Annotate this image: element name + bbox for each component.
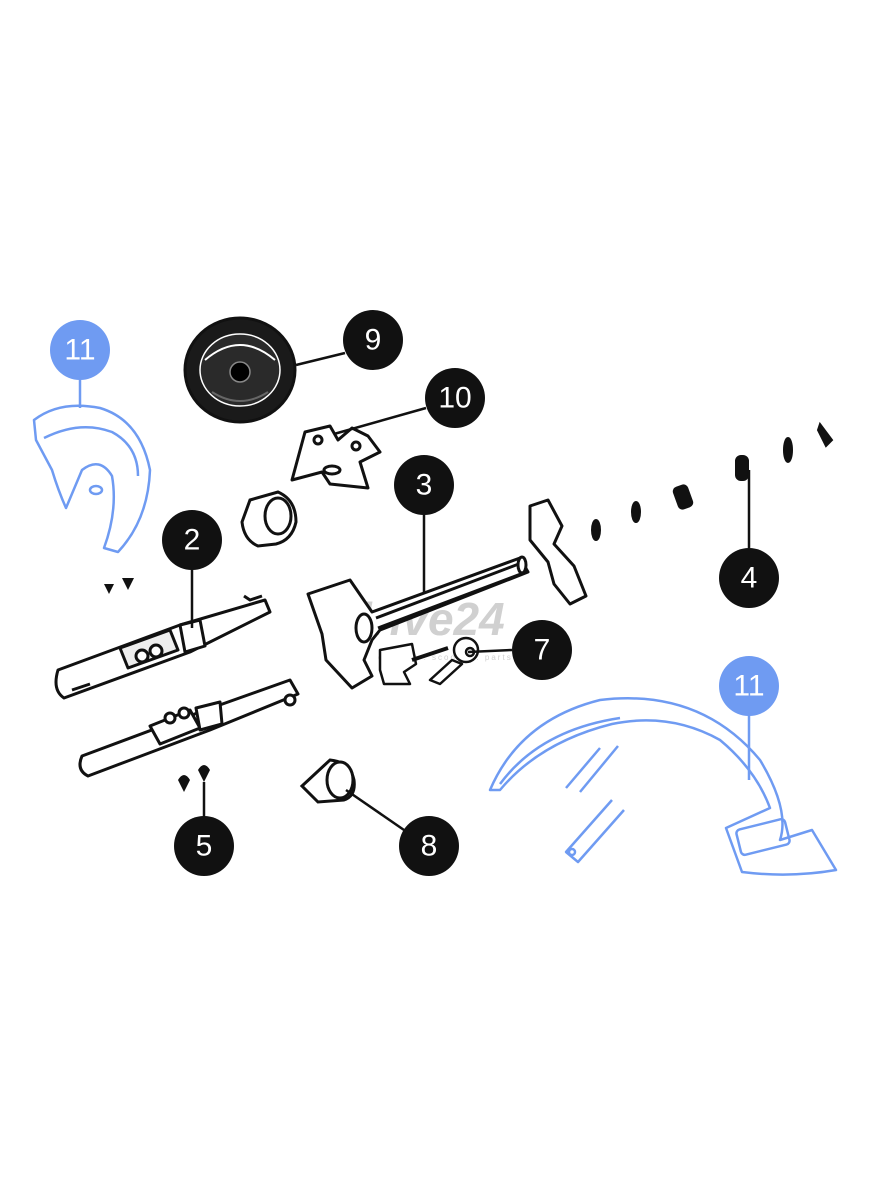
fork-screws-part xyxy=(178,765,210,792)
callout-4-circle xyxy=(719,548,779,608)
callout-3: 3 xyxy=(394,455,454,515)
callout-9: 9 xyxy=(343,310,403,370)
bolts-and-washers-part xyxy=(591,421,834,541)
headlight-bracket-part xyxy=(290,424,382,490)
callout-11-front: 11 xyxy=(50,320,110,380)
callout-3-circle xyxy=(394,455,454,515)
leader-lines xyxy=(78,351,751,832)
callout-2: 2 xyxy=(162,510,222,570)
leader-line-8 xyxy=(345,788,405,832)
fork-leg-lower-part xyxy=(78,678,300,778)
callout-11-rear: 11 xyxy=(719,656,779,716)
callout-5: 5 xyxy=(174,816,234,876)
leader-line-10 xyxy=(333,406,427,436)
headlight-part xyxy=(183,316,297,424)
callout-5-circle xyxy=(174,816,234,876)
callout-8-circle xyxy=(399,816,459,876)
rear-mudguard-part xyxy=(488,697,838,876)
front-mudguard-part xyxy=(32,404,152,554)
bearing-cup-part xyxy=(299,758,356,804)
callout-4-label: 4 xyxy=(741,562,758,595)
callout-11-front-label: 11 xyxy=(64,334,95,367)
leader-line-7 xyxy=(467,648,513,654)
callout-7-circle xyxy=(512,620,572,680)
small-screws-part xyxy=(104,578,134,594)
callout-10-label: 10 xyxy=(438,382,471,415)
callout-11-rear-label: 11 xyxy=(733,670,764,703)
callout-4: 4 xyxy=(719,548,779,608)
callout-5-label: 5 xyxy=(196,830,213,863)
callout-9-label: 9 xyxy=(365,324,382,357)
callout-8: 8 xyxy=(399,816,459,876)
callout-8-label: 8 xyxy=(421,830,438,863)
callout-2-label: 2 xyxy=(184,524,201,557)
callout-3-label: 3 xyxy=(416,469,433,502)
steering-tube-part xyxy=(306,555,530,690)
callout-11-front-circle xyxy=(50,320,110,380)
callout-7-label: 7 xyxy=(534,634,551,667)
callout-10: 10 xyxy=(425,368,485,428)
handlebar-clamp-part xyxy=(528,498,588,606)
callout-9-circle xyxy=(343,310,403,370)
spacer-ring-part xyxy=(240,490,298,548)
lock-and-keys-part xyxy=(378,636,480,686)
callout-11-rear-circle xyxy=(719,656,779,716)
callout-7: 7 xyxy=(512,620,572,680)
watermark-tagline: electric . scooter . parts xyxy=(378,653,513,662)
callout-10-circle xyxy=(425,368,485,428)
leader-line-9 xyxy=(295,351,346,367)
callout-2-circle xyxy=(162,510,222,570)
fork-leg-upper-part xyxy=(54,594,272,700)
